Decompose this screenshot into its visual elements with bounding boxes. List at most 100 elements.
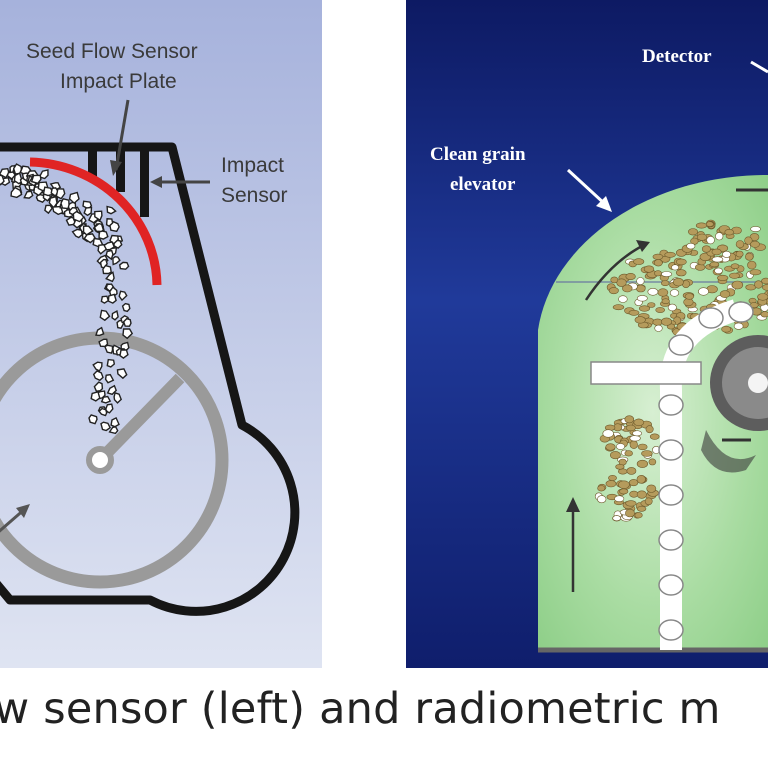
grain-kernel [643, 265, 655, 273]
grain-kernel [622, 284, 633, 293]
grain-kernel [664, 251, 676, 258]
grain-kernel [745, 252, 754, 261]
grain-kernel [628, 309, 640, 316]
grain-kernel [711, 248, 722, 256]
impact-sensor-illustration [0, 0, 322, 668]
seed [94, 210, 103, 222]
grain-kernel [750, 226, 761, 232]
grain-kernel [626, 467, 637, 475]
grain-kernel [654, 270, 662, 277]
grain-kernel [672, 277, 684, 287]
grain-kernel [687, 228, 698, 236]
grain-kernel [754, 280, 763, 289]
grain-kernel [744, 236, 753, 245]
grain-kernel [715, 232, 724, 241]
seed [113, 392, 123, 404]
seed [103, 241, 116, 251]
grain-kernel [684, 293, 695, 300]
grain-kernel [730, 263, 740, 270]
grain-kernel [661, 298, 670, 305]
grain-kernel [698, 287, 709, 296]
left-background [0, 0, 322, 668]
grain-kernel [624, 450, 633, 457]
grain-kernel [757, 293, 768, 301]
grain-kernel [597, 495, 607, 504]
detector-pointer [750, 60, 768, 74]
figure-caption: w sensor (left) and radiometric m [0, 672, 768, 768]
grain-kernel [709, 261, 720, 268]
grain-kernel [628, 479, 639, 487]
grain-kernel [652, 253, 664, 260]
grain-kernel [667, 303, 677, 312]
grain-kernel [749, 269, 762, 276]
grain-kernel [637, 443, 648, 451]
grain-kernel [629, 435, 641, 442]
seed [83, 233, 97, 244]
grain-kernel [636, 295, 648, 302]
grain-kernel [722, 250, 731, 258]
grain-kernel [653, 259, 663, 267]
grain-kernel [636, 459, 648, 468]
grain-kernel [612, 515, 621, 522]
grain-kernel [661, 280, 670, 286]
seed [118, 261, 130, 270]
grain-kernel [721, 325, 732, 333]
flow-arrowhead-up [566, 497, 580, 512]
drive-wheel [0, 331, 229, 589]
seed [38, 169, 49, 180]
seed [98, 229, 109, 240]
caption-text: w sensor (left) and radiometric m [0, 684, 721, 734]
grain-kernel [724, 229, 734, 236]
paddle [668, 334, 694, 356]
seed [0, 167, 10, 179]
seed [44, 204, 54, 215]
wheel-spoke [95, 373, 185, 465]
sensor-label-line1: Impact [221, 154, 285, 177]
grain-kernel [597, 485, 606, 492]
grain-kernel [645, 425, 654, 434]
grain-kernel [719, 290, 731, 298]
sprocket-hub [748, 373, 768, 393]
grain-kernel [618, 480, 630, 489]
seed [10, 186, 23, 199]
seed [102, 264, 112, 275]
grain-kernel [735, 240, 745, 249]
grain-kernel [636, 474, 646, 484]
grain-kernel [669, 289, 680, 297]
grain-kernel [636, 490, 647, 499]
grain-kernel [641, 450, 653, 457]
seed [119, 349, 129, 359]
grain-kernel [706, 236, 715, 245]
grain-kernel [733, 322, 744, 330]
paddle [728, 301, 754, 323]
grain-kernel [655, 307, 665, 313]
seed [121, 302, 131, 313]
paddle [658, 439, 684, 461]
detector-label: Detector [642, 46, 712, 67]
seed [95, 326, 105, 337]
seed [68, 191, 80, 205]
paddle [658, 529, 684, 551]
paddle [658, 574, 684, 596]
elevator-pointer-head [596, 196, 612, 212]
plate-pointer [114, 99, 130, 171]
seed [83, 206, 93, 217]
grain-kernel [735, 250, 744, 258]
grain-kernel [605, 480, 617, 488]
seed [106, 358, 116, 368]
grain-kernel [629, 440, 638, 449]
housing-rib [140, 147, 149, 217]
grain-kernel [633, 258, 645, 265]
elevator-label-line2: elevator [450, 174, 516, 195]
seed [98, 407, 108, 417]
seed [104, 344, 114, 354]
seed-stream [0, 163, 134, 435]
grain-kernel [701, 245, 711, 253]
sensor-label-line2: Sensor [221, 184, 288, 207]
grain-kernel [750, 240, 760, 248]
grain-kernel [711, 256, 724, 263]
seed [30, 174, 42, 185]
flow-arrowhead-curved [636, 240, 650, 252]
grain-kernel [731, 280, 744, 290]
seed [71, 228, 83, 239]
